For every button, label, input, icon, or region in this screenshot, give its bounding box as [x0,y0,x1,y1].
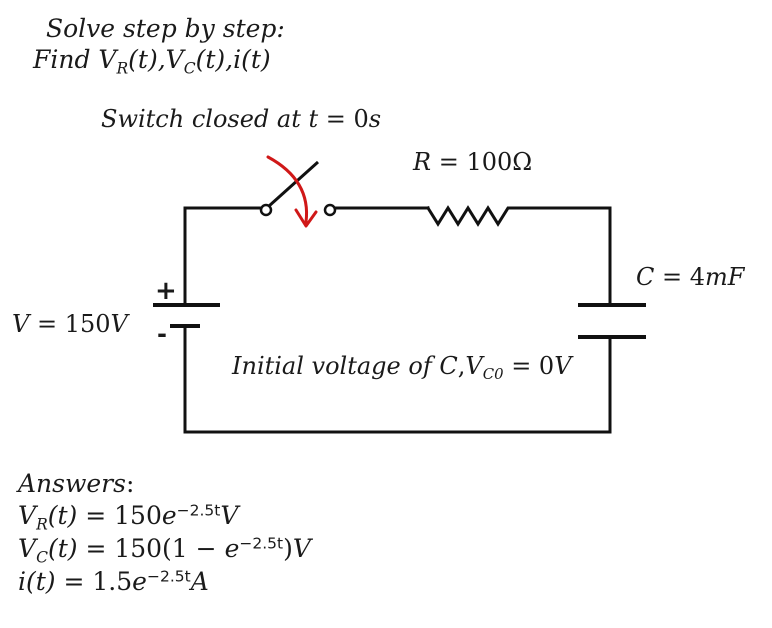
answer-vr: VR(t) = 150e−2.5tV [18,501,239,534]
switch-lever [267,160,320,208]
switch-terminal-left [259,203,273,217]
answer-i: i(t) = 1.5e−2.5tA [18,567,209,596]
switch-note: Switch closed at t = 0s [101,105,382,133]
source-label: V = 150V [12,310,128,338]
problem-line-1: Solve step by step: [46,14,285,43]
problem-line-2: Find VR(t),VC(t),i(t) [33,45,271,78]
battery-plus-sign: + [155,276,177,306]
capacitor-label: C = 4mF [636,263,745,291]
answer-vc: VC(t) = 150(1 − e−2.5t)V [18,534,311,567]
answers-heading: Answers: [18,469,135,498]
arrow-head [294,208,318,228]
resistor-symbol [425,205,520,227]
initial-voltage-note: Initial voltage of C,VC0 = 0V [232,352,572,384]
resistor-label: R = 100Ω [413,148,533,176]
switch-closing-arrow [266,155,309,224]
battery-minus-sign: - [157,320,167,348]
switch-terminal-right [323,203,337,217]
